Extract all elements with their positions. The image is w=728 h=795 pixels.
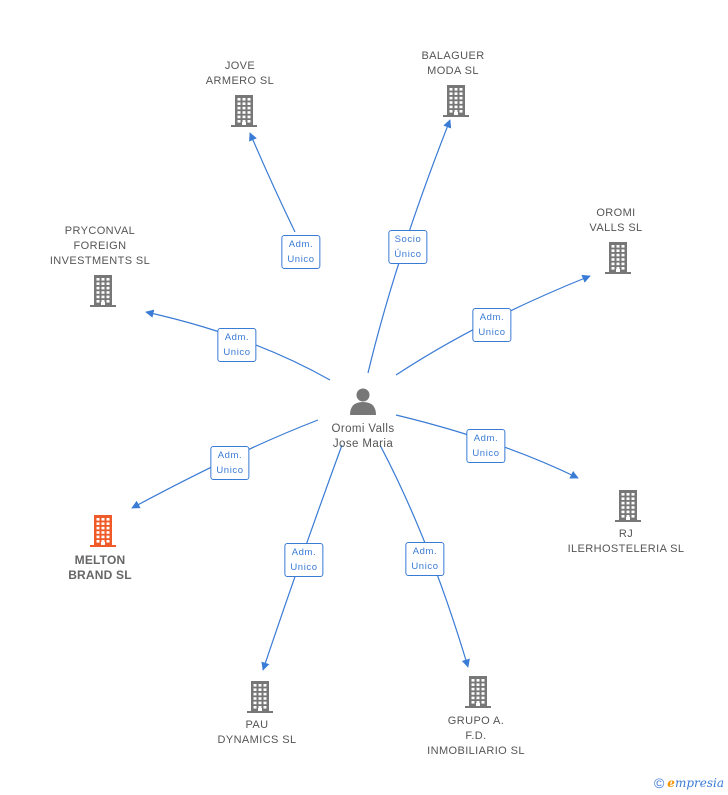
company-label-line: MODA SL bbox=[427, 65, 479, 77]
role-line: Adm. bbox=[473, 433, 499, 444]
building-icon bbox=[247, 681, 273, 713]
company-label-line: FOREIGN bbox=[73, 240, 127, 252]
company-node-grupo[interactable] bbox=[463, 675, 493, 714]
company-label-grupo[interactable]: GRUPO A. F.D. INMOBILIARIO SL bbox=[427, 714, 525, 759]
building-icon bbox=[615, 490, 641, 522]
role-line: Adm. bbox=[224, 332, 250, 343]
company-node-balaguer[interactable] bbox=[441, 84, 471, 123]
building-icon bbox=[90, 275, 116, 307]
company-label-line: JOVE bbox=[224, 60, 256, 72]
company-label-line: GRUPO A. bbox=[447, 715, 505, 727]
center-label-line: Jose Maria bbox=[332, 438, 394, 450]
company-node-pryconval[interactable] bbox=[88, 274, 118, 313]
company-label-line: DYNAMICS SL bbox=[217, 734, 297, 746]
role-line: Adm. bbox=[288, 239, 314, 250]
role-badge-oromi: Adm. Unico bbox=[472, 308, 512, 342]
company-label-line: BRAND SL bbox=[68, 568, 132, 582]
role-line: Unico bbox=[478, 327, 506, 338]
company-node-pau[interactable] bbox=[245, 680, 275, 719]
company-label-line: INVESTMENTS SL bbox=[49, 255, 151, 267]
role-badge-grupo: Adm. Unico bbox=[405, 542, 445, 576]
company-label-line: OROMI bbox=[596, 207, 636, 219]
company-label-line: PRYCONVAL bbox=[64, 225, 136, 237]
company-label-line: BALAGUER bbox=[421, 50, 485, 62]
footer-brand: © empresia bbox=[654, 775, 724, 791]
role-line: Adm. bbox=[412, 546, 438, 557]
role-line: Unico bbox=[223, 347, 251, 358]
company-label-jove[interactable]: JOVE ARMERO SL bbox=[206, 59, 274, 89]
role-line: Adm. bbox=[479, 312, 505, 323]
role-line: Adm. bbox=[217, 450, 243, 461]
building-icon bbox=[605, 242, 631, 274]
company-label-rj[interactable]: RJ ILERHOSTELERIA SL bbox=[568, 527, 685, 557]
company-node-jove[interactable] bbox=[229, 94, 259, 133]
role-line: Unico bbox=[411, 561, 439, 572]
edge-jove bbox=[249, 132, 296, 233]
company-label-pau[interactable]: PAU DYNAMICS SL bbox=[218, 718, 297, 748]
role-badge-pryconval: Adm. Unico bbox=[217, 328, 257, 362]
role-line: Unico bbox=[216, 465, 244, 476]
company-label-pryconval[interactable]: PRYCONVAL FOREIGN INVESTMENTS SL bbox=[50, 224, 150, 269]
role-badge-rj: Adm. Unico bbox=[466, 429, 506, 463]
building-icon bbox=[90, 515, 116, 547]
building-icon bbox=[231, 95, 257, 127]
building-icon bbox=[443, 85, 469, 117]
center-person-node[interactable] bbox=[348, 387, 378, 422]
center-label-line: Oromi Valls bbox=[331, 423, 395, 435]
role-badge-pau: Adm. Unico bbox=[284, 543, 324, 577]
company-label-oromi[interactable]: OROMI VALLS SL bbox=[589, 206, 642, 236]
company-label-line: RJ bbox=[618, 528, 634, 540]
company-node-oromi[interactable] bbox=[603, 241, 633, 280]
copyright-icon: © bbox=[653, 775, 665, 791]
company-label-line: F.D. bbox=[465, 730, 487, 742]
building-icon bbox=[465, 676, 491, 708]
company-node-melton[interactable] bbox=[88, 514, 118, 553]
company-label-line: MELTON bbox=[74, 553, 126, 567]
company-label-line: PAU bbox=[245, 719, 269, 731]
company-label-balaguer[interactable]: BALAGUER MODA SL bbox=[421, 49, 484, 79]
company-label-line: INMOBILIARIO SL bbox=[427, 745, 525, 757]
role-line: Adm. bbox=[291, 547, 317, 558]
company-label-line: VALLS SL bbox=[589, 222, 643, 234]
company-label-line: ARMERO SL bbox=[205, 75, 275, 87]
company-label-line: ILERHOSTELERIA SL bbox=[567, 543, 685, 555]
role-line: Único bbox=[394, 249, 422, 260]
role-badge-melton: Adm. Unico bbox=[210, 446, 250, 480]
person-icon bbox=[350, 388, 376, 415]
role-badge-jove: Adm. Unico bbox=[281, 235, 321, 269]
company-node-rj[interactable] bbox=[613, 489, 643, 528]
role-line: Unico bbox=[472, 448, 500, 459]
brand-logo: empresia bbox=[667, 776, 724, 790]
role-line: Unico bbox=[287, 254, 315, 265]
role-line: Socio bbox=[394, 234, 422, 245]
role-line: Unico bbox=[290, 562, 318, 573]
